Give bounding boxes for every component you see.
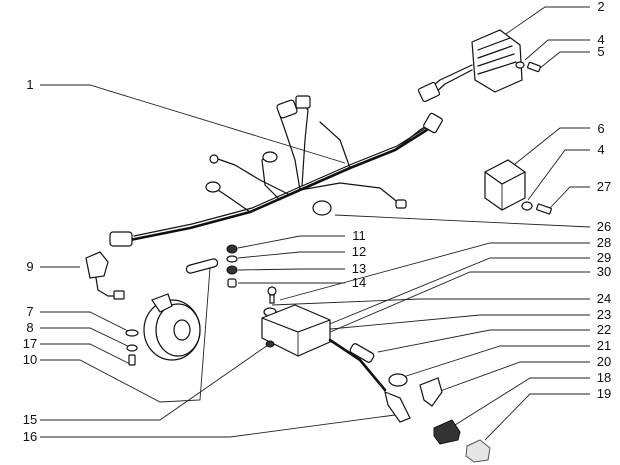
part-labels: 1 2 4 5 6 4 27 26 28 29 30 11 12 13 14 9… [23,0,611,444]
label-22: 22 [597,322,611,337]
flywheel-stator [125,293,201,366]
label-2: 2 [597,0,604,14]
label-13: 13 [352,261,366,276]
label-29: 29 [597,250,611,265]
voltage-regulator [417,29,541,103]
label-21: 21 [597,338,611,353]
label-14: 14 [352,275,366,290]
label-19: 19 [597,386,611,401]
label-26: 26 [597,219,611,234]
label-18: 18 [597,370,611,385]
ignition-coil [261,286,443,423]
cdi-unit [484,159,552,215]
label-1: 1 [26,77,33,92]
label-15: 15 [23,412,37,427]
label-5: 5 [597,44,604,59]
label-23: 23 [597,307,611,322]
label-28: 28 [597,235,611,250]
label-9: 9 [26,259,33,274]
label-6: 6 [597,121,604,136]
spacer-set [185,244,238,288]
label-20: 20 [597,354,611,369]
label-4-top: 4 [597,32,604,47]
label-11: 11 [352,228,366,243]
label-17: 17 [23,336,37,351]
horn-relay [85,251,125,300]
label-30: 30 [597,264,611,279]
wiring-harness [109,95,443,247]
label-16: 16 [23,429,37,444]
label-27: 27 [597,179,611,194]
label-4-middle: 4 [597,142,604,157]
label-24: 24 [597,291,611,306]
label-8: 8 [26,320,33,335]
label-10: 10 [23,352,37,367]
caps [433,419,491,463]
label-12: 12 [352,244,366,259]
leader-lines [40,6,591,441]
label-7: 7 [26,304,33,319]
